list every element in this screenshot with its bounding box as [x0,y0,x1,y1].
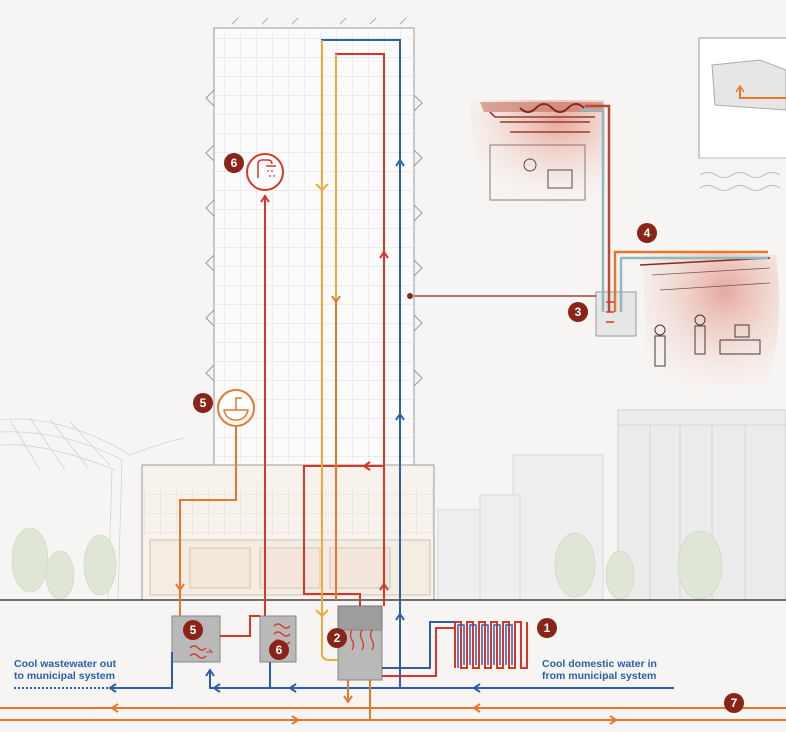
badge-7: 7 [724,693,744,713]
domestic-water-in-label: Cool domestic water in from municipal sy… [542,658,657,682]
badge-4: 4 [637,223,657,243]
badge-2: 2 [327,628,347,648]
tower [205,17,423,469]
wastewater-out-label: Cool wastewater out to municipal system [14,658,116,682]
badge-6-exchanger: 6 [269,640,289,660]
badge-6-shower: 6 [224,153,244,173]
badge-1: 1 [537,618,557,638]
wastewater-out-line1: Cool wastewater out [14,658,117,670]
badge-5-sink: 5 [193,393,213,413]
shower-icon [246,153,284,191]
stadium-roof [0,417,186,601]
yellow-arrows [315,183,329,618]
trees [11,527,723,600]
silos [617,409,786,601]
red-arrows [260,194,389,591]
badge-5-exchanger: 5 [183,620,203,640]
orange-arrows [110,295,618,725]
domestic-water-in-line1: Cool domestic water in [542,658,657,670]
office-vignette [639,250,780,388]
heat-pump-unit-3 [407,104,768,337]
wastewater-out-line2: to municipal system [14,670,115,682]
apartment-vignette [470,100,605,205]
orange-pipes [0,300,786,721]
podium [141,464,435,601]
sink-icon [217,389,255,427]
domestic-water-in-line2: from municipal system [542,670,657,682]
map-inset [698,37,786,191]
badge-3: 3 [568,302,588,322]
blue-arrows [108,158,481,693]
coil-unit-1 [454,621,528,669]
